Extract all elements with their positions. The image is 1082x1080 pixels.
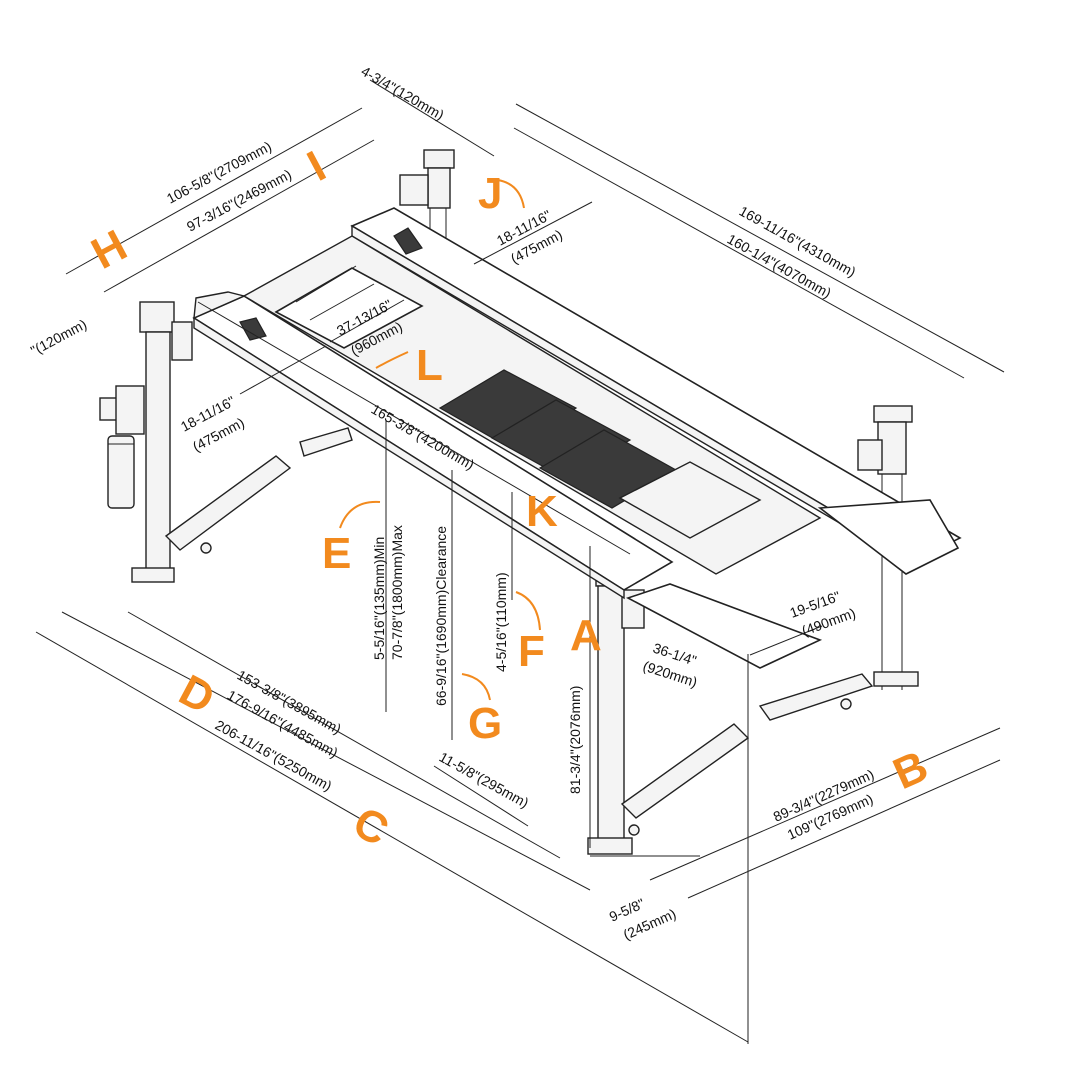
arrow-g-icon bbox=[461, 673, 491, 701]
dim-c-5250: 206-11/16"(5250mm) bbox=[213, 717, 335, 794]
dimension-lines bbox=[35, 79, 1005, 1044]
arrow-e-icon bbox=[339, 500, 381, 529]
letter-j: J bbox=[478, 169, 502, 218]
letter-g: G bbox=[468, 699, 502, 748]
back-right-post bbox=[857, 405, 919, 690]
letter-k: K bbox=[526, 487, 558, 536]
dim-a-2076: 81-3/4"(2076mm) bbox=[567, 686, 583, 794]
dim-4070: 160-1/4"(4070mm) bbox=[725, 231, 834, 301]
dim-e-min: 5-5/16"(135mm)Min bbox=[371, 537, 387, 660]
front-right-post bbox=[587, 567, 645, 855]
front-ramp bbox=[625, 583, 823, 669]
letter-b: B bbox=[886, 741, 935, 799]
arrow-l-icon bbox=[375, 351, 409, 369]
dim-e-max: 70-7/8"(1800mm)Max bbox=[389, 525, 405, 660]
dim-f-110: 4-5/16"(110mm) bbox=[493, 572, 509, 672]
dim-left-120: "(120mm) bbox=[28, 316, 89, 359]
power-unit bbox=[99, 385, 145, 509]
letter-i: I bbox=[300, 142, 334, 191]
letter-c: C bbox=[345, 798, 396, 856]
arrow-j-icon bbox=[497, 179, 525, 209]
front-left-post bbox=[131, 301, 193, 583]
dim-top-120: 4-3/4"(120mm) bbox=[359, 63, 447, 123]
letter-d: D bbox=[171, 666, 222, 724]
letter-h: H bbox=[84, 221, 135, 279]
jack-grids bbox=[438, 369, 762, 539]
back-runway bbox=[350, 207, 962, 570]
floor-dollies bbox=[164, 427, 874, 836]
callout-arrows bbox=[339, 179, 541, 701]
letter-f: F bbox=[518, 627, 545, 676]
letter-e: E bbox=[322, 529, 351, 578]
arrow-f-icon bbox=[515, 591, 541, 631]
letter-l: L bbox=[416, 341, 443, 390]
dim-g-clearance: 66-9/16"(1690mm)Clearance bbox=[433, 526, 449, 706]
back-ramp bbox=[817, 499, 960, 575]
dim-g-295: 11-5/8"(295mm) bbox=[437, 749, 532, 811]
letter-a: A bbox=[570, 611, 602, 660]
